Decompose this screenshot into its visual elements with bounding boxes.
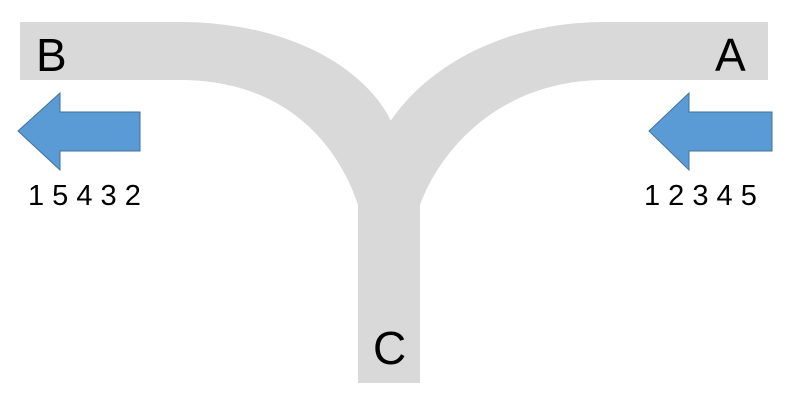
track-bottom-stem	[358, 190, 420, 383]
track-left-curve	[180, 22, 420, 205]
right-sequence: 1 2 3 4 5	[644, 180, 757, 212]
label-b: B	[36, 29, 67, 81]
right-arrow-icon	[648, 91, 773, 172]
track-left-straight	[20, 22, 185, 80]
left-sequence: 1 5 4 3 2	[28, 180, 141, 212]
track-right-straight	[600, 22, 768, 80]
track-right-curve	[358, 22, 605, 205]
label-c: C	[373, 322, 406, 374]
label-a: A	[715, 29, 746, 81]
left-arrow-icon	[17, 91, 141, 172]
